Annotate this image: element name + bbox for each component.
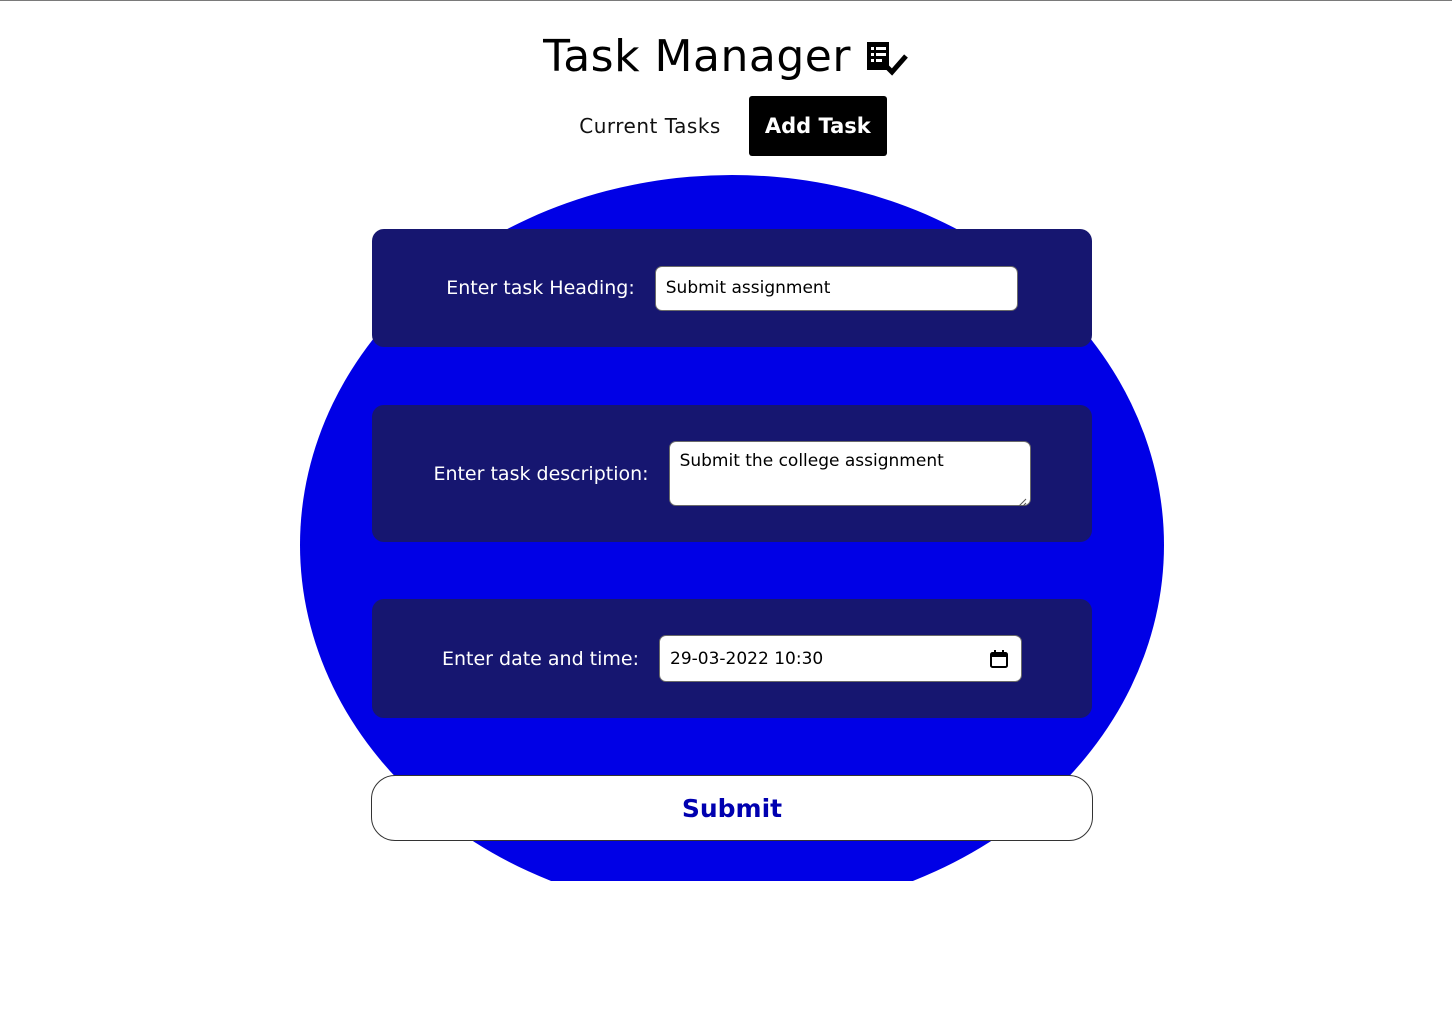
calendar-icon[interactable]	[989, 649, 1009, 669]
task-checklist-icon	[865, 39, 909, 79]
task-description-value: Submit the college assignment	[679, 451, 944, 471]
task-datetime-value: 29-03-2022 10:30	[670, 648, 824, 669]
page-title: Task Manager	[543, 30, 851, 82]
task-heading-card: Enter task Heading: Submit assignment	[372, 229, 1092, 347]
resize-grip-icon[interactable]	[1017, 492, 1027, 507]
task-description-card: Enter task description: Submit the colle…	[372, 405, 1092, 542]
tab-add-task[interactable]: Add Task	[748, 96, 887, 156]
top-border	[0, 0, 1452, 1]
task-heading-value: Submit assignment	[665, 278, 831, 298]
submit-button[interactable]: Submit	[371, 775, 1093, 841]
task-description-textarea[interactable]: Submit the college assignment	[668, 441, 1031, 507]
page-header: Task Manager	[0, 26, 1452, 86]
task-description-label: Enter task description:	[433, 462, 649, 485]
task-heading-input[interactable]: Submit assignment	[654, 265, 1018, 311]
task-datetime-input[interactable]: 29-03-2022 10:30	[659, 635, 1023, 682]
tab-current-tasks[interactable]: Current Tasks	[579, 114, 721, 138]
task-datetime-card: Enter date and time: 29-03-2022 10:30	[372, 599, 1092, 718]
task-heading-label: Enter task Heading:	[446, 277, 635, 299]
nav-tabs: Current Tasks Add Task	[0, 96, 1452, 156]
task-datetime-label: Enter date and time:	[441, 647, 640, 670]
